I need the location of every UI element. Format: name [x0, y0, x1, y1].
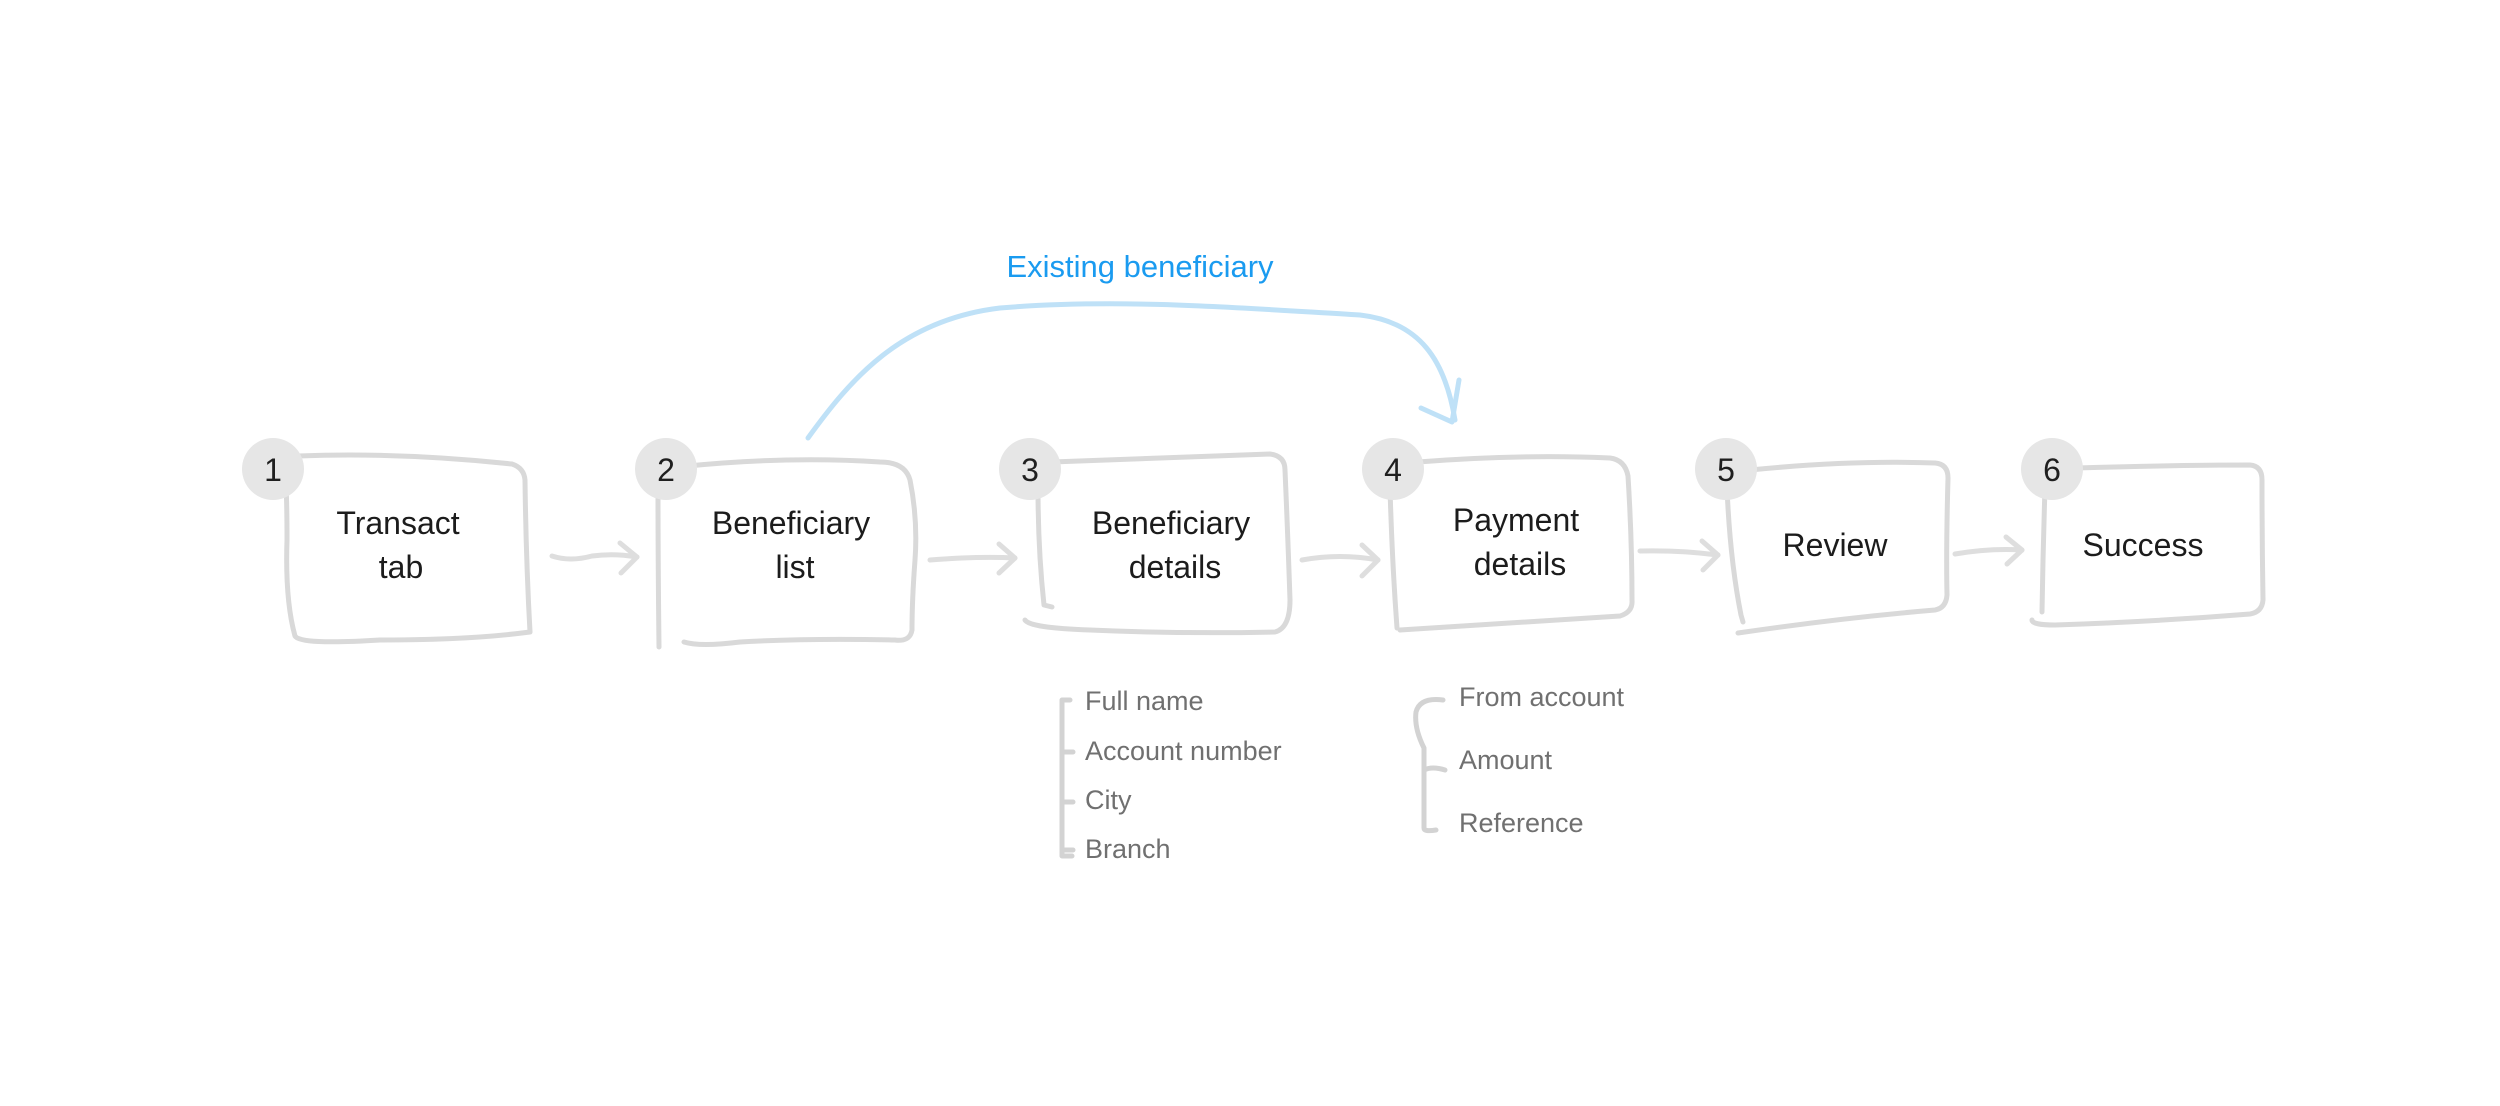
step-success: 6 Success: [2021, 438, 2266, 628]
step-label-line: Transact: [336, 505, 459, 541]
step-number-badge: [1695, 438, 1757, 500]
flow-arrow-2-3: [927, 541, 1018, 576]
step-number-badge: [2021, 438, 2083, 500]
step-number-badge: [1362, 438, 1424, 500]
step-label-line: Beneficiary: [1092, 505, 1250, 541]
flow-arrow-4-5: [1637, 538, 1721, 573]
step-label-line: list: [775, 549, 814, 585]
beneficiary-field: Full name: [1085, 686, 1204, 716]
flow-arrow-5-6: [1952, 534, 2025, 567]
step-label-line: Payment: [1453, 502, 1579, 538]
step-number-badge: [635, 438, 697, 500]
beneficiary-field: Account number: [1085, 736, 1282, 766]
step-label-line: details: [1129, 549, 1222, 585]
step-label-line: Beneficiary: [712, 505, 870, 541]
payment-field: Amount: [1459, 745, 1553, 775]
existing-beneficiary-label: Existing beneficiary: [1006, 249, 1274, 284]
step-label-line: Success: [2083, 527, 2204, 563]
step-beneficiary-list: 2 Beneficiary list: [635, 438, 919, 650]
step-transact-tab: 1 Transact tab: [242, 438, 533, 645]
existing-beneficiary-arrow: [805, 301, 1462, 441]
step-beneficiary-details: 3 Beneficiary details: [999, 438, 1293, 636]
step-payment-details: 4 Payment details: [1362, 438, 1635, 633]
flow-arrow-3-4: [1299, 542, 1381, 579]
payment-field: From account: [1459, 682, 1625, 712]
step-label-line: tab: [379, 549, 423, 585]
step-label-line: Review: [1783, 527, 1889, 563]
beneficiary-fields-bracket: [1059, 697, 1076, 859]
step-number: 4: [1384, 452, 1402, 488]
step-label-line: details: [1474, 546, 1567, 582]
beneficiary-field: Branch: [1085, 834, 1171, 864]
payment-fields-bracket: [1413, 697, 1448, 834]
step-number: 1: [264, 452, 282, 488]
step-number: 3: [1021, 452, 1039, 488]
flow-arrow-1-2: [549, 540, 640, 576]
step-number-badge: [999, 438, 1061, 500]
payment-field: Reference: [1459, 808, 1584, 838]
step-number: 6: [2043, 452, 2061, 488]
beneficiary-field: City: [1085, 785, 1132, 815]
step-number-badge: [242, 438, 304, 500]
step-number: 5: [1717, 452, 1735, 488]
step-number: 2: [657, 452, 675, 488]
step-review: 5 Review: [1695, 438, 1951, 636]
